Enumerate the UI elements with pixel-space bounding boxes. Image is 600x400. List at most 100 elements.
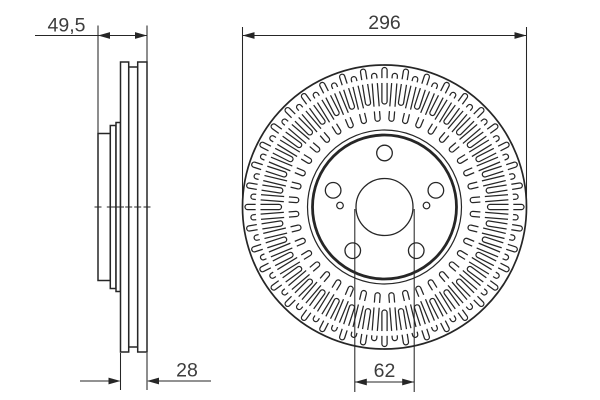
arrowhead bbox=[242, 32, 255, 39]
vent-slot bbox=[253, 173, 302, 190]
vent-slot bbox=[413, 304, 431, 341]
vent-slot bbox=[381, 309, 388, 348]
vent-break-ring bbox=[283, 106, 486, 308]
bolt-hole bbox=[376, 144, 393, 162]
vent-slot bbox=[469, 193, 519, 204]
vent-slot bbox=[281, 118, 321, 153]
vent-slot bbox=[269, 135, 313, 164]
vent-slot bbox=[438, 103, 474, 143]
vent-slot bbox=[251, 161, 288, 178]
vent-slot bbox=[475, 141, 510, 163]
vent-slot bbox=[259, 251, 294, 273]
vent-slot bbox=[246, 220, 284, 232]
vent-slot bbox=[259, 237, 306, 261]
vent-slot bbox=[429, 297, 450, 333]
vent-slot bbox=[467, 173, 516, 190]
vent-slot bbox=[295, 271, 331, 311]
front-view bbox=[241, 64, 528, 350]
dimension-total-width bbox=[35, 25, 148, 134]
vent-slot bbox=[259, 141, 294, 163]
vent-slot bbox=[401, 76, 419, 125]
pin-hole bbox=[336, 201, 344, 210]
vent-slot bbox=[359, 308, 372, 346]
vent-slot bbox=[427, 91, 457, 135]
vent-slot bbox=[486, 203, 525, 211]
vent-slot bbox=[350, 76, 368, 125]
vent-slot bbox=[253, 224, 302, 241]
arrowhead bbox=[98, 32, 110, 39]
vent-slot bbox=[448, 261, 488, 296]
vent-slot bbox=[455, 278, 485, 308]
vent-slot bbox=[270, 123, 303, 149]
vent-slot bbox=[388, 72, 399, 122]
vent-slot bbox=[350, 289, 368, 338]
vent-slot bbox=[300, 289, 326, 321]
vent-slot bbox=[455, 106, 485, 136]
drawing-geometry bbox=[35, 25, 528, 392]
vent-slot bbox=[427, 279, 457, 323]
vent-slot bbox=[467, 224, 516, 241]
vent-slot bbox=[370, 72, 381, 122]
arrowhead bbox=[135, 32, 147, 39]
vent-slot bbox=[319, 81, 340, 117]
vent-slot bbox=[312, 91, 342, 135]
side-view bbox=[94, 61, 151, 353]
vent-slot bbox=[456, 250, 500, 279]
dim-label-outer-diameter: 296 bbox=[368, 12, 401, 34]
vent-slot bbox=[330, 285, 354, 332]
vent-slot bbox=[312, 279, 342, 323]
arrowhead bbox=[402, 378, 415, 386]
vent-slot bbox=[466, 265, 499, 291]
vent-slot bbox=[429, 81, 450, 117]
vent-slot bbox=[463, 237, 510, 261]
vent-slot bbox=[251, 236, 288, 253]
dimension-outer-diameter bbox=[241, 27, 528, 207]
vent-slot bbox=[300, 93, 326, 125]
vent-slot bbox=[466, 123, 499, 149]
vent-slot bbox=[397, 68, 410, 106]
vent-slot bbox=[319, 297, 340, 333]
vent-slot bbox=[388, 292, 399, 342]
vent-slot bbox=[448, 118, 488, 153]
vent-slot bbox=[284, 106, 314, 136]
bolt-hole bbox=[407, 242, 425, 260]
arrowhead bbox=[354, 378, 367, 386]
vent-slot bbox=[469, 210, 519, 221]
vent-slot bbox=[259, 153, 306, 177]
vent-slot bbox=[359, 68, 372, 106]
vent-slot bbox=[485, 220, 523, 232]
vent-slot bbox=[443, 289, 469, 321]
arrowhead bbox=[147, 377, 159, 385]
vent-slot bbox=[246, 182, 284, 194]
vent-slot bbox=[481, 236, 518, 253]
vent-slot bbox=[370, 292, 381, 342]
vent-slot bbox=[338, 304, 356, 341]
vent-slot bbox=[415, 82, 439, 129]
vent-slot bbox=[475, 251, 510, 273]
vent-break-ring bbox=[255, 78, 514, 336]
vent-slot bbox=[438, 271, 474, 311]
arrowhead bbox=[514, 32, 527, 39]
dim-label-total-width: 49,5 bbox=[48, 15, 86, 37]
dimension-center-bore bbox=[354, 209, 415, 392]
vent-slot bbox=[284, 278, 314, 308]
vent-slot bbox=[338, 73, 356, 110]
vent-slot bbox=[330, 82, 354, 129]
center-bore bbox=[355, 177, 414, 237]
vent-slot bbox=[456, 135, 500, 164]
vent-slot bbox=[401, 289, 419, 338]
vent-slot bbox=[281, 261, 321, 296]
vent-slot bbox=[415, 285, 439, 332]
vent-slot bbox=[485, 182, 523, 194]
vent-slot bbox=[269, 250, 313, 279]
pin-hole bbox=[422, 201, 431, 210]
arrowhead bbox=[108, 377, 121, 385]
vent-slot bbox=[250, 193, 300, 204]
vent-slot bbox=[295, 103, 331, 143]
vent-slot bbox=[381, 66, 388, 105]
vent-slot bbox=[270, 265, 303, 291]
vent-slots bbox=[244, 66, 525, 348]
bolt-hole bbox=[324, 181, 342, 199]
